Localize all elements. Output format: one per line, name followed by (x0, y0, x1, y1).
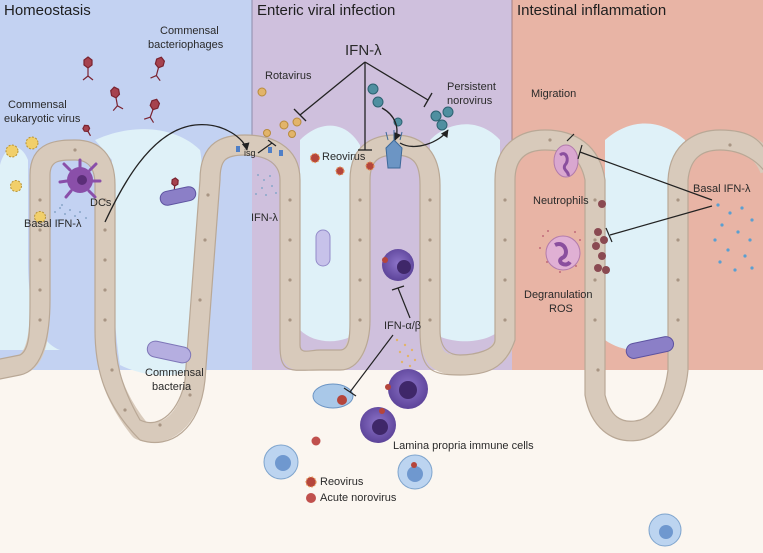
ifn-arrow-to-isg (104, 124, 250, 223)
legend-label-acute-norovirus: Acute norovirus (320, 492, 397, 504)
degranulation-granules (592, 200, 610, 274)
villi (0, 129, 763, 444)
bacteriophage-icons (82, 56, 179, 193)
label-persistent-norovirus-2: norovirus (447, 95, 493, 107)
label-dcs: DCs (90, 197, 112, 209)
label-rotavirus: Rotavirus (265, 70, 312, 82)
label-eukaryotic-virus-1: Commensal (8, 99, 67, 111)
commensal-bacteria-icons (146, 186, 675, 364)
neutrophil-cells (545, 144, 581, 271)
label-ifn-lambda-top: IFN-λ (345, 42, 382, 59)
basal-ifn-dots-left (54, 204, 87, 223)
legend-norovirus-marker (306, 493, 316, 503)
immune-cells (263, 249, 682, 547)
label-ifn-ab: IFN-α/β (384, 320, 422, 332)
label-bacteria-1: Commensal (145, 367, 204, 379)
ros-dots (539, 230, 581, 273)
label-eukaryotic-virus-2: eukaryotic virus (4, 113, 81, 125)
ifn-ab-dots (395, 338, 417, 368)
panel-title-homeostasis: Homeostasis (4, 2, 91, 19)
reovirus-particles (309, 152, 375, 176)
commensal-virus-icons (5, 136, 46, 223)
tuft-cell (385, 130, 403, 169)
label-bacteriophages-2: bacteriophages (148, 39, 224, 51)
label-isg: isg (244, 148, 256, 158)
label-bacteriophages-1: Commensal (160, 25, 219, 37)
label-persistent-norovirus-1: Persistent (447, 81, 496, 93)
epithelial-nuclei (38, 138, 732, 427)
isg-receptors (236, 139, 283, 156)
label-ifn-lambda-mid: IFN-λ (251, 212, 278, 224)
legend-label-reovirus: Reovirus (320, 476, 364, 488)
label-migration: Migration (531, 88, 577, 100)
legend-reovirus-marker (305, 476, 317, 488)
label-ros: ROS (549, 303, 573, 315)
norovirus-particles (367, 83, 454, 131)
panel-title-inflammation: Intestinal inflammation (517, 2, 667, 19)
label-degranulation: Degranulation (524, 289, 593, 301)
label-bacteria-2: bacteria (152, 381, 192, 393)
rotavirus-particles (257, 87, 302, 138)
label-reovirus-mid: Reovirus (322, 151, 366, 163)
basal-ifn-dots-right (713, 203, 754, 272)
panel-title-enteric: Enteric viral infection (257, 2, 396, 19)
label-basal-ifn-left: Basal IFN-λ (24, 218, 82, 230)
label-neutrophils: Neutrophils (533, 195, 589, 207)
label-lamina-propria: Lamina propria immune cells (393, 440, 534, 452)
dendritic-cell (58, 158, 102, 199)
label-basal-ifn-right: Basal IFN-λ (693, 183, 751, 195)
ifn-lambda-dots-mid (255, 174, 277, 196)
gut-lumen (0, 147, 60, 553)
ifn-lambda-inhibition-lines (293, 61, 433, 151)
